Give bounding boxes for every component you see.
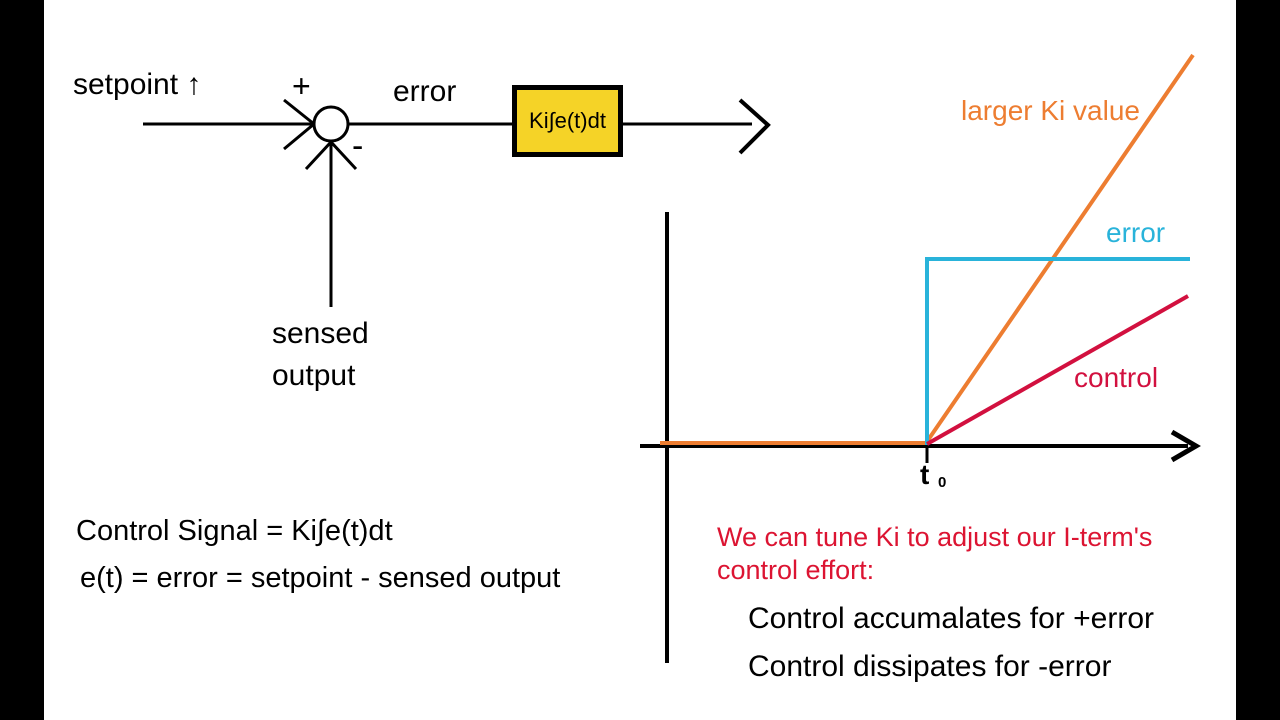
error-signal-label: error xyxy=(393,75,457,108)
dissipate-note: Control dissipates for -error xyxy=(748,650,1112,683)
sensed-output-arrowhead-icon xyxy=(304,139,358,171)
right-black-bar xyxy=(1236,0,1280,720)
error-step-curve xyxy=(925,257,1190,445)
left-black-bar xyxy=(0,0,44,720)
control-curve-label: control xyxy=(1074,362,1159,393)
integral-gain-block: Ki∫e(t)dt xyxy=(512,85,623,157)
accumulate-note: Control accumalates for +error xyxy=(748,602,1154,635)
control-curve xyxy=(926,294,1189,446)
larger-ki-curve-label: larger Ki value xyxy=(961,95,1140,126)
control-signal-equation: Control Signal = Ki∫e(t)dt xyxy=(76,515,393,547)
plus-sign-label: + xyxy=(292,68,311,104)
x-axis-arrowhead-icon xyxy=(1170,429,1201,463)
minus-sign-label: - xyxy=(352,127,364,165)
error-definition-equation: e(t) = error = setpoint - sensed output xyxy=(80,562,561,594)
sensed-output-label: sensed output xyxy=(272,313,369,397)
output-arrowhead-icon xyxy=(738,98,771,155)
tuning-note: We can tune Ki to adjust our I-term's co… xyxy=(717,521,1152,587)
tuning-note-line1: We can tune Ki to adjust our I-term's xyxy=(717,522,1153,552)
sensed-output-label-line2: output xyxy=(272,359,356,392)
t0-tick-label: t xyxy=(920,459,930,490)
t0-tick-label-subscript: 0 xyxy=(938,474,947,491)
summing-junction xyxy=(312,105,350,143)
integral-gain-block-label: Ki∫e(t)dt xyxy=(529,108,606,133)
tuning-note-line2: control effort: xyxy=(717,555,875,585)
setpoint-label: setpoint ↑ xyxy=(73,68,202,101)
error-curve-label: error xyxy=(1106,217,1166,248)
sensed-output-label-line1: sensed xyxy=(272,317,369,350)
